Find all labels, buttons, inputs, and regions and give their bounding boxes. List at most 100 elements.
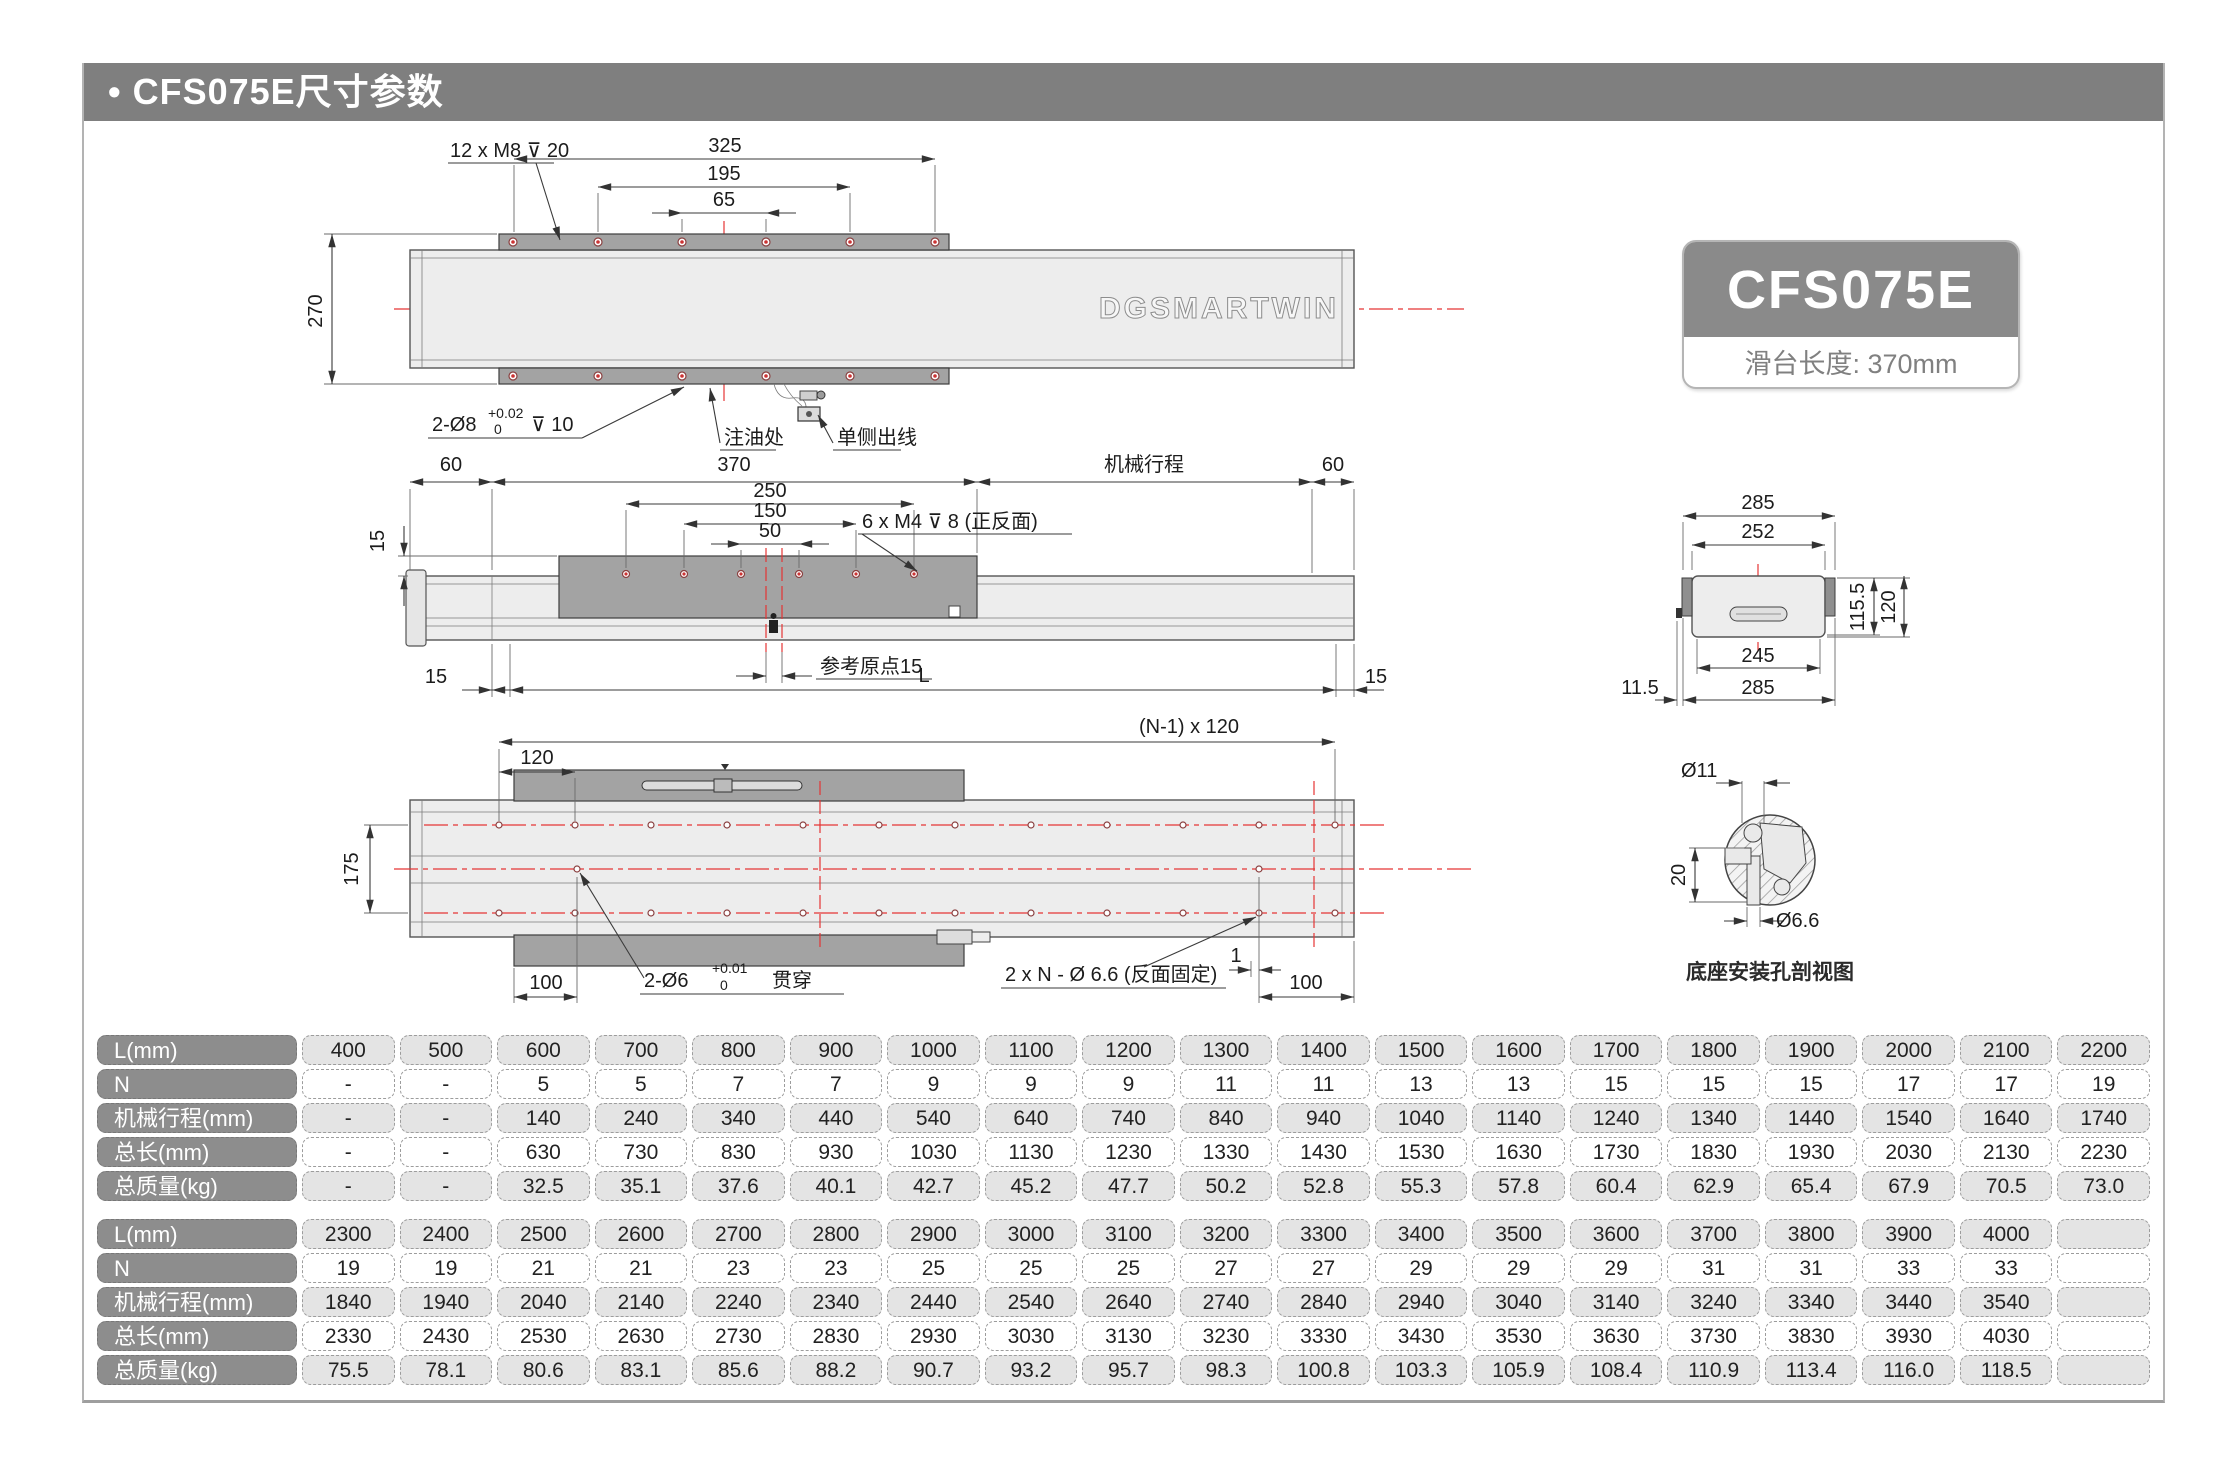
table-cell: 1540: [1862, 1103, 1955, 1133]
table-cell: 13: [1374, 1069, 1468, 1099]
table-cell: 17: [1862, 1069, 1955, 1099]
cable-exit-label: 单侧出线: [837, 426, 917, 449]
table-cell: 23: [692, 1253, 785, 1283]
table-cell: 73.0: [2057, 1171, 2150, 1201]
table-cell: 3140: [1569, 1287, 1663, 1317]
table-cell: 3730: [1667, 1321, 1760, 1351]
table-cell: 2930: [887, 1321, 980, 1351]
depth-10: ⊽ 10: [531, 414, 573, 436]
table-cell: 1600: [1472, 1035, 1565, 1065]
table-cell: 23: [789, 1253, 883, 1283]
table-cell: 52.8: [1277, 1171, 1370, 1201]
table-cell: 2600: [594, 1219, 688, 1249]
table-cell: 3100: [1082, 1219, 1175, 1249]
table-cell: 2340: [789, 1287, 883, 1317]
table-cell: 2540: [984, 1287, 1078, 1317]
table-cell: 3630: [1569, 1321, 1663, 1351]
table-cell: 19: [302, 1253, 395, 1283]
table-cell: 88.2: [789, 1355, 883, 1385]
brand-logo: DGSMARTWIN: [1099, 292, 1339, 325]
table-cell: 83.1: [594, 1355, 688, 1385]
dim-252: 252: [1741, 521, 1774, 543]
table-cell: 29: [1374, 1253, 1468, 1283]
bottom-block-top: [513, 769, 965, 802]
origin-sensor: [769, 620, 778, 633]
table-cell: 1330: [1179, 1137, 1273, 1167]
table-cell: 240: [594, 1103, 688, 1133]
table-cell: 19: [2057, 1069, 2150, 1099]
table-cell: 1700: [1569, 1035, 1663, 1065]
table-cell: 540: [887, 1103, 980, 1133]
table-cell: -: [399, 1103, 493, 1133]
table-cell: 440: [789, 1103, 883, 1133]
table-cell: 1000: [887, 1035, 980, 1065]
table-cell: 2940: [1374, 1287, 1468, 1317]
table-cell: 29: [1472, 1253, 1565, 1283]
dim-270: 270: [305, 294, 327, 327]
table-cell: 103.3: [1374, 1355, 1468, 1385]
table-cell: 2430: [399, 1321, 493, 1351]
table-cell: -: [399, 1069, 493, 1099]
table-cell: 2400: [399, 1219, 493, 1249]
bottom-block-bottom: [513, 934, 965, 967]
dim-250: 250: [753, 480, 786, 502]
table-cell: -: [302, 1069, 395, 1099]
table-cell: 1500: [1374, 1035, 1468, 1065]
end-view-drawing: 285 252 115.5 120 245 285 11.5: [1621, 492, 1910, 706]
table-cell: 2500: [497, 1219, 590, 1249]
dim-175: 175: [341, 852, 363, 885]
table-cell: 900: [789, 1035, 883, 1065]
table-cell: 1530: [1374, 1137, 1468, 1167]
table-cell: [2057, 1287, 2150, 1317]
table-cell: 630: [497, 1137, 590, 1167]
table-cell: 1240: [1569, 1103, 1663, 1133]
dim-100-left: 100: [529, 972, 562, 994]
table-cell: 930: [789, 1137, 883, 1167]
table-cell: 40.1: [789, 1171, 883, 1201]
table-cell: 62.9: [1667, 1171, 1760, 1201]
dim-285-top: 285: [1741, 492, 1774, 514]
table-cell: [2057, 1253, 2150, 1283]
table-cell: 11: [1179, 1069, 1273, 1099]
table-cell: 2900: [887, 1219, 980, 1249]
table-cell: 31: [1764, 1253, 1858, 1283]
section-caption: 底座安装孔剖视图: [1686, 960, 1854, 984]
table-cell: 55.3: [1374, 1171, 1468, 1201]
table-cell: 21: [497, 1253, 590, 1283]
table-cell: -: [399, 1171, 493, 1201]
table-cell: 1730: [1569, 1137, 1663, 1167]
row-label: 机械行程(mm): [97, 1287, 297, 1317]
slide-plate-top: [498, 233, 950, 251]
dim-285-bottom: 285: [1741, 677, 1774, 699]
table-cell: 1830: [1667, 1137, 1760, 1167]
table-cell: 2140: [594, 1287, 688, 1317]
table-cell: 730: [594, 1137, 688, 1167]
table-cell: 3600: [1569, 1219, 1663, 1249]
table-cell: 27: [1277, 1253, 1370, 1283]
table-cell: 11: [1277, 1069, 1370, 1099]
model-badge: CFS075E 滑台长度: 370mm: [1682, 240, 2020, 389]
technical-drawing: 325 195 65 12 x M8 ⊽ 20 270 DGSMARTWIN: [305, 135, 1910, 1003]
table-cell: -: [302, 1137, 395, 1167]
table-cell: 830: [692, 1137, 785, 1167]
dim-120-bottom: 120: [520, 747, 553, 769]
table-cell: 32.5: [497, 1171, 590, 1201]
table-cell: 1200: [1082, 1035, 1175, 1065]
table-cell: 85.6: [692, 1355, 785, 1385]
table-cell: 800: [692, 1035, 785, 1065]
table-cell: 95.7: [1082, 1355, 1175, 1385]
tol-plus: +0.02: [488, 405, 524, 421]
table-cell: 2000: [1862, 1035, 1955, 1065]
table-cell: 65.4: [1764, 1171, 1858, 1201]
tol-zero: 0: [494, 421, 502, 437]
table-cell: 1040: [1374, 1103, 1468, 1133]
table-cell: 940: [1277, 1103, 1370, 1133]
dim-370: 370: [717, 454, 750, 476]
table-cell: 840: [1179, 1103, 1273, 1133]
table-cell: 600: [497, 1035, 590, 1065]
base-mount-holes: [495, 821, 1339, 917]
table-cell: 2740: [1179, 1287, 1273, 1317]
